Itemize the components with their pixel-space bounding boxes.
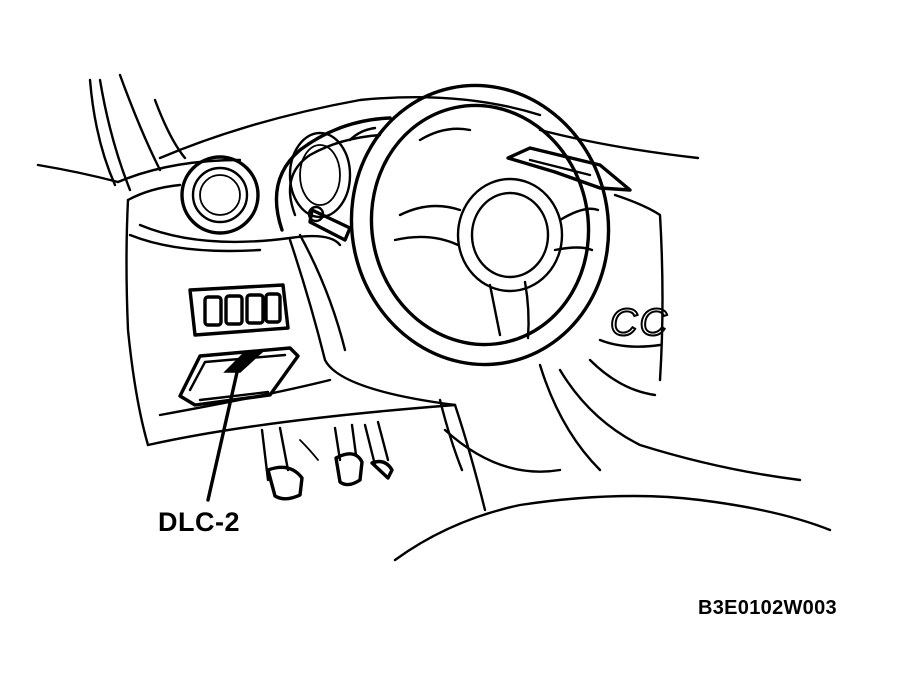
steering-stalk bbox=[307, 205, 352, 242]
dlc2-callout-label: DLC-2 bbox=[158, 507, 240, 537]
round-vent bbox=[180, 155, 260, 235]
dash-top bbox=[116, 95, 700, 184]
switch-bank bbox=[188, 283, 290, 337]
instrument-cluster bbox=[274, 116, 392, 232]
center-console bbox=[393, 398, 832, 562]
dlc2-connector bbox=[178, 346, 300, 407]
figure-code: B3E0102W003 bbox=[698, 597, 837, 619]
cc-marking: CC bbox=[610, 302, 669, 344]
callout-leader bbox=[206, 366, 240, 502]
right-panel bbox=[506, 146, 802, 482]
pedals bbox=[260, 420, 394, 501]
left-panel bbox=[125, 183, 457, 447]
a-pillar bbox=[36, 73, 187, 192]
steering-wheel bbox=[349, 83, 611, 367]
